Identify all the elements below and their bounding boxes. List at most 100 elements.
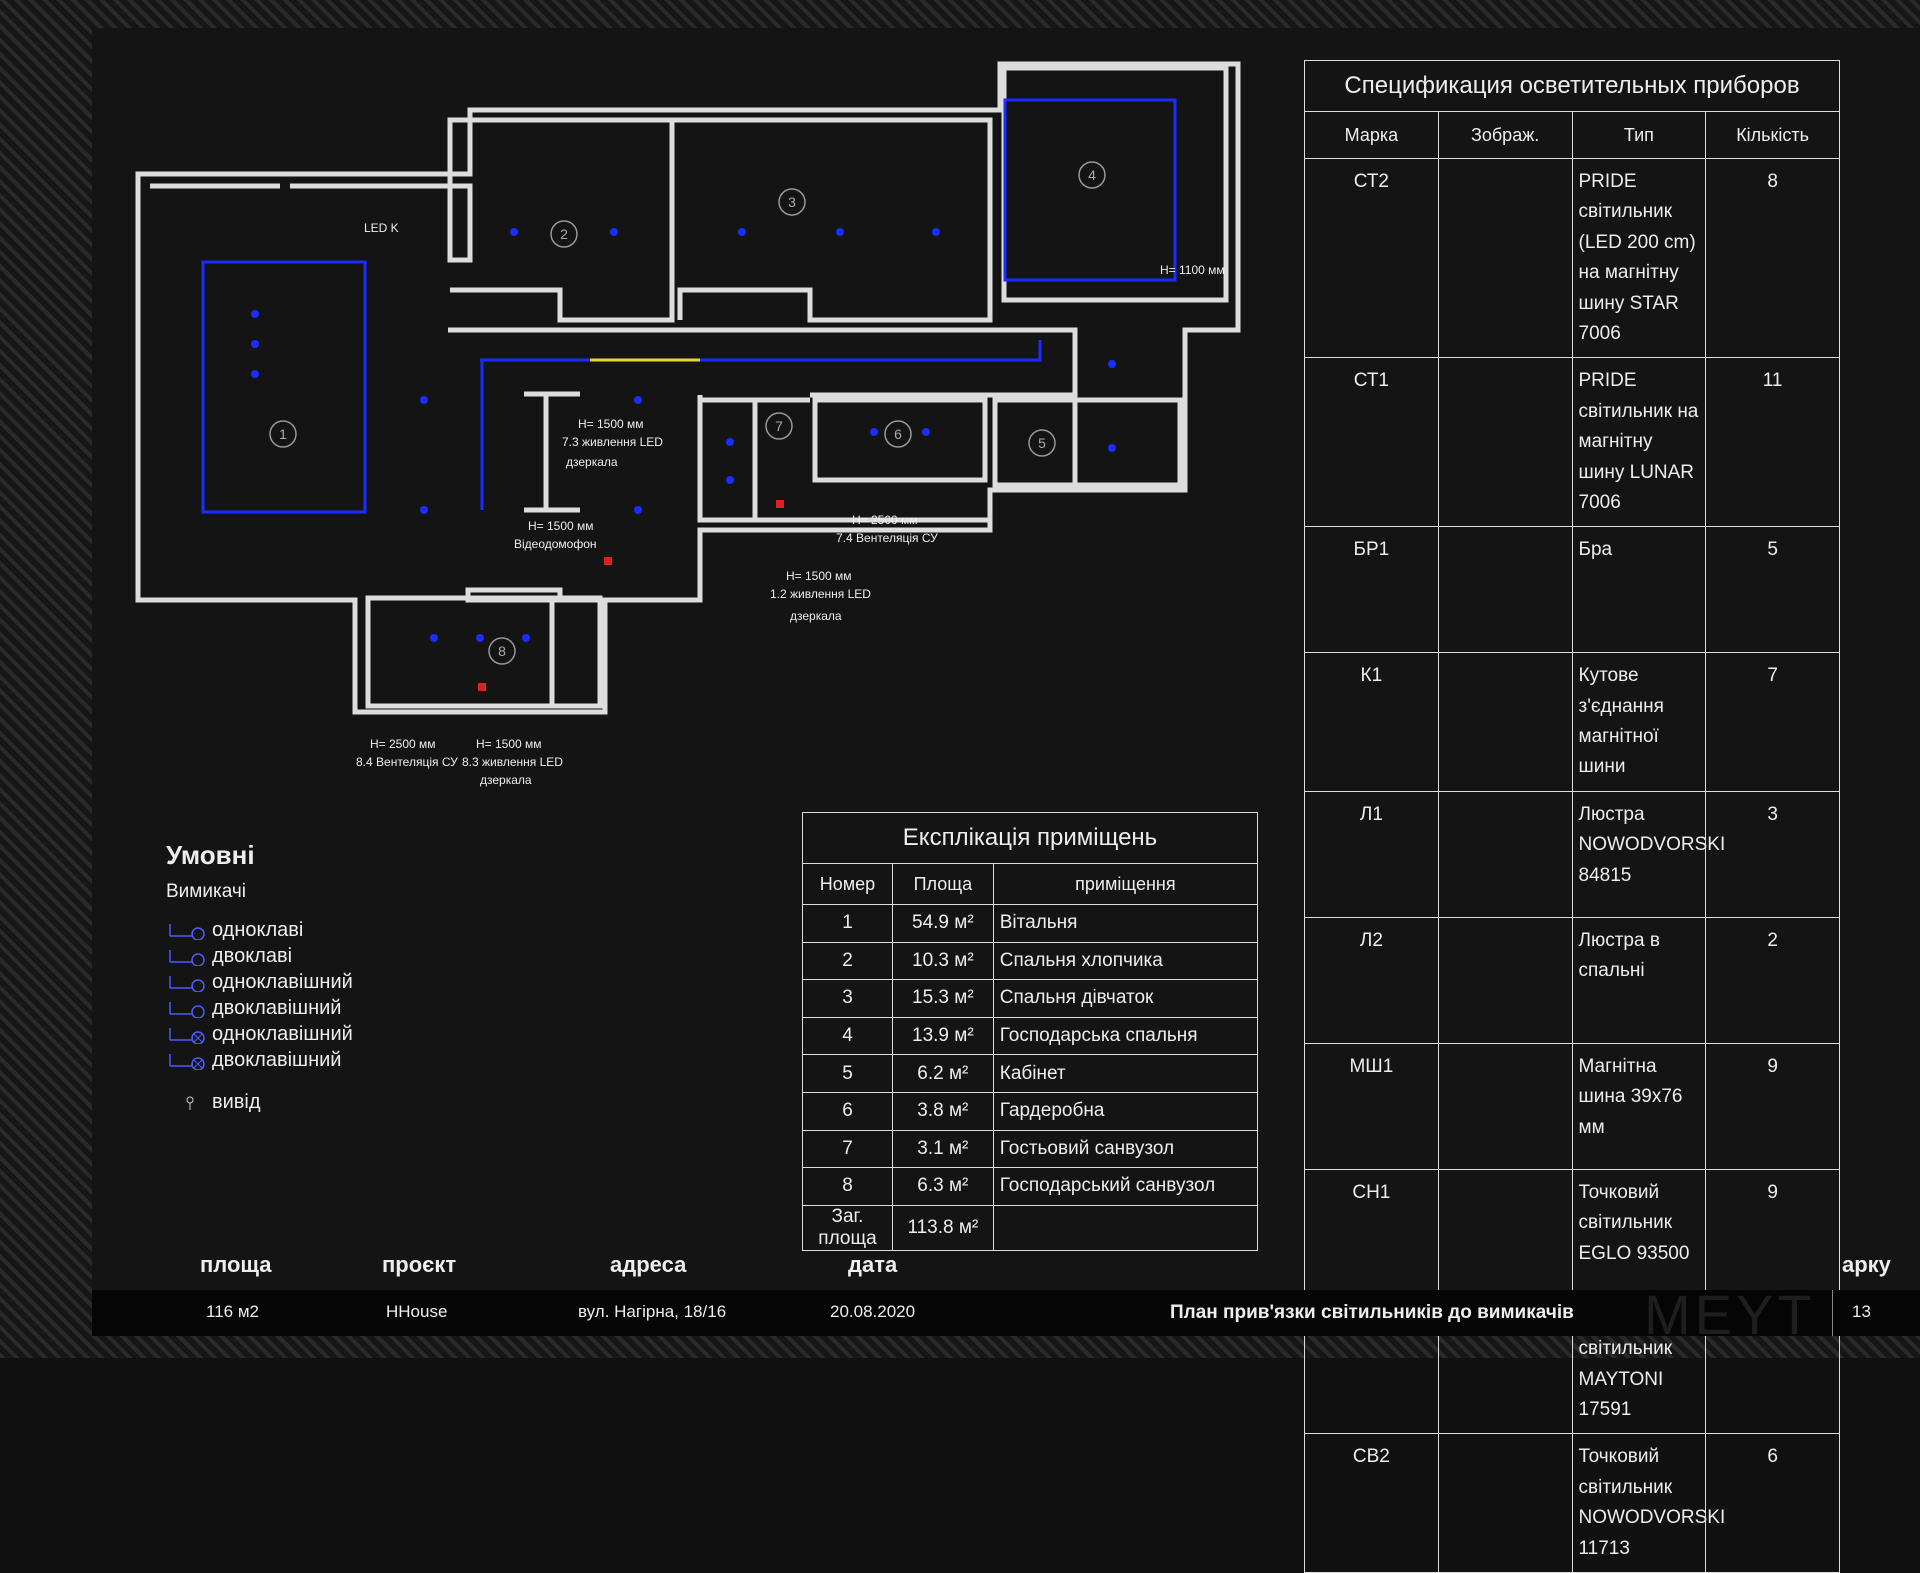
spec-type: PRIDE світильник (LED 200 cm) на магнітн… — [1571, 157, 1707, 359]
svg-text:дзеркала: дзеркала — [480, 773, 532, 787]
spec-qty: 7 — [1705, 652, 1840, 792]
svg-text:5: 5 — [1038, 435, 1046, 451]
rooms-table: Експлікація приміщень Номер Площа приміщ… — [802, 812, 1259, 1251]
room-area: 13.9 м² — [891, 1016, 994, 1056]
spec-type: Люстра в спальні — [1571, 916, 1707, 1044]
room-number: 4 — [802, 1016, 893, 1056]
footer-date-value: 20.08.2020 — [830, 1302, 916, 1321]
legend-item-label: одноклаві — [212, 919, 304, 941]
rooms-title: Експлікація приміщень — [802, 812, 1258, 864]
spec-qty: 2 — [1705, 916, 1840, 1044]
spec-header-type: Тип — [1571, 111, 1707, 159]
spec-image — [1437, 1168, 1573, 1296]
room-number: 3 — [802, 979, 893, 1018]
footer-address-value: вул. Нагірна, 18/16 — [578, 1302, 727, 1321]
legend-item: одноклавішний — [166, 969, 353, 995]
footer-sheet-title: План прив'язки світильників до вимикачів — [1170, 1302, 1574, 1323]
switch-icon — [169, 976, 205, 992]
svg-text:H= 2500 мм: H= 2500 мм — [852, 513, 918, 527]
room-number: 5 — [802, 1054, 893, 1093]
svg-text:2: 2 — [560, 226, 568, 242]
svg-text:7.3 живлення LED: 7.3 живлення LED — [562, 435, 663, 449]
room-numbers: 1 2 3 4 5 6 7 8 — [279, 167, 1096, 659]
spec-type: Точковий світильник NOWODVORSKI 11713 — [1571, 1433, 1725, 1573]
svg-text:6: 6 — [894, 426, 902, 442]
rooms-header-number: Номер — [802, 863, 893, 905]
legend-outlet-label: вивід — [212, 1091, 261, 1113]
spec-image — [1437, 157, 1573, 359]
outlet-marks — [478, 500, 784, 691]
outlet-icon — [186, 1096, 194, 1110]
svg-text:8: 8 — [498, 643, 506, 659]
footer-date-label: дата — [848, 1252, 898, 1277]
plan-annotations: LED K H= 1100 мм H= 1500 мм 7.3 живлення… — [356, 221, 1225, 787]
spec-image — [1437, 526, 1573, 654]
svg-text:H= 1100 мм: H= 1100 мм — [1160, 263, 1225, 277]
room-area: 3.8 м² — [891, 1091, 994, 1131]
legend-item-label: двоклавішний — [212, 997, 342, 1019]
legend-item-label: двоклавішний — [212, 1049, 342, 1071]
room-name: Гардеробна — [992, 1091, 1259, 1131]
switch-icon — [169, 950, 205, 966]
legend-item-label: одноклавішний — [212, 971, 353, 993]
footer-project-value: HHouse — [386, 1302, 448, 1321]
spec-table: Спецификация осветительных приборов Марк… — [1304, 60, 1840, 1573]
svg-text:7: 7 — [775, 418, 783, 434]
rooms-header-area: Площа — [891, 863, 994, 905]
svg-text:4: 4 — [1088, 167, 1096, 183]
room-number-circles — [269, 161, 1106, 665]
spec-mark: СТ1 — [1304, 357, 1439, 528]
svg-text:LED K: LED K — [364, 221, 399, 235]
footer-band — [92, 1290, 1920, 1336]
svg-text:1: 1 — [279, 426, 287, 442]
spec-type: Бра — [1571, 526, 1707, 654]
room-number: 1 — [802, 904, 893, 943]
spec-header-qty: Кількість — [1705, 111, 1840, 159]
switch-icon — [169, 1028, 205, 1044]
svg-text:1.2 живлення LED: 1.2 живлення LED — [770, 587, 871, 601]
spec-qty: 8 — [1705, 157, 1840, 359]
legend-item: одноклаві — [166, 917, 353, 943]
room-name: Господарський санвузол — [992, 1167, 1259, 1206]
spec-qty: 3 — [1705, 790, 1840, 918]
spec-image — [1437, 357, 1573, 528]
svg-text:дзеркала: дзеркала — [790, 609, 842, 623]
svg-text:дзеркала: дзеркала — [566, 455, 618, 469]
legend-item-label: двоклаві — [212, 945, 293, 967]
svg-text:3: 3 — [788, 194, 796, 210]
footer-area-value: 116 м2 — [206, 1302, 259, 1321]
room-area: 6.2 м² — [891, 1054, 994, 1093]
rooms-header-room: приміщення — [992, 863, 1259, 905]
spec-mark: К1 — [1304, 652, 1439, 792]
spec-image — [1437, 652, 1573, 792]
spec-mark: МШ1 — [1304, 1042, 1439, 1170]
svg-text:H= 2500 мм: H= 2500 мм — [370, 737, 436, 751]
spec-header-mark: Марка — [1304, 111, 1439, 159]
room-number: 7 — [802, 1129, 893, 1169]
spec-image — [1437, 916, 1573, 1044]
switch-icon — [169, 1054, 205, 1070]
legend-outlet: вивід — [166, 1089, 353, 1115]
light-lines — [201, 98, 1177, 514]
room-name: Гостьовий санвузол — [992, 1129, 1259, 1169]
spec-image — [1437, 1433, 1573, 1573]
room-area: 3.1 м² — [891, 1129, 994, 1169]
room-number: 8 — [802, 1167, 893, 1206]
spec-qty: 6 — [1705, 1433, 1840, 1573]
spec-qty: 11 — [1705, 357, 1840, 528]
spec-mark: БР1 — [1304, 526, 1439, 654]
footer-sheet-number: 13 — [1852, 1302, 1871, 1321]
